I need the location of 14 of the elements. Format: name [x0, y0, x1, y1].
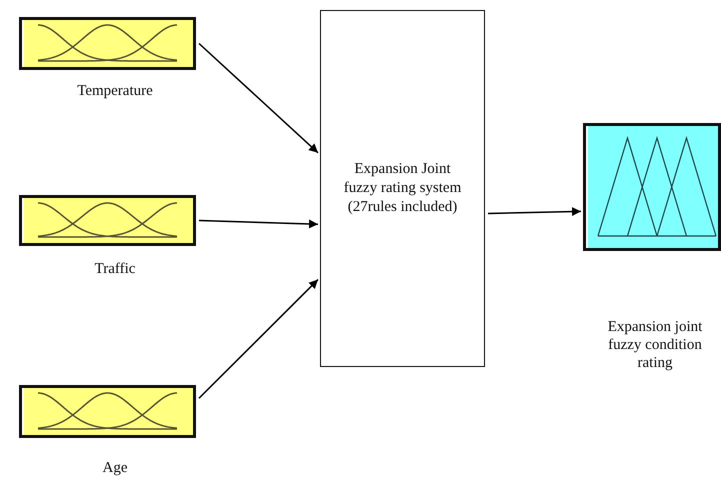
membership-function-box — [19, 385, 196, 438]
arrow — [198, 219, 318, 228]
membership-function-box — [19, 195, 196, 246]
node-caption: Traffic — [94, 260, 136, 278]
arrow — [488, 207, 582, 216]
node-caption: Temperature — [76, 82, 154, 100]
membership-function-box — [583, 123, 721, 251]
arrow — [198, 42, 318, 154]
process-box — [320, 10, 485, 367]
arrow — [198, 279, 319, 399]
membership-function-box — [19, 17, 196, 70]
node-caption: Age — [102, 459, 128, 477]
output-caption: Expansion joint fuzzy condition rating — [606, 318, 704, 372]
node-label: Expansion Joint fuzzy rating system (27rules included) — [342, 160, 462, 217]
